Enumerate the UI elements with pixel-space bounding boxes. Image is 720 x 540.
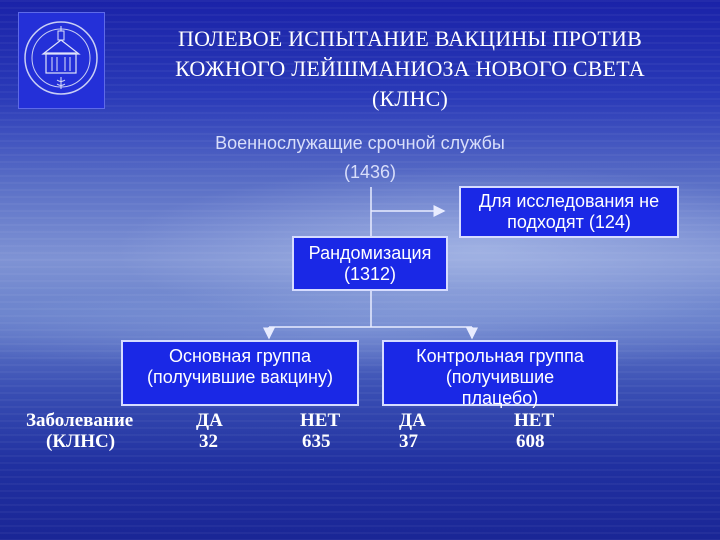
main-group-line-1: Основная группа [168,346,312,366]
main-group-box: Основная группа (получившие вакцину) [121,340,359,406]
title-line-1: ПОЛЕВОЕ ИСПЫТАНИЕ ВАКЦИНЫ ПРОТИВ [178,26,642,51]
main-no-label: НЕТ [300,410,341,431]
results-row-label-2: (КЛНС) [46,431,116,452]
emblem-icon [24,21,98,95]
main-no-value: 635 [302,431,331,452]
control-group-line-2: (получившие [445,367,555,387]
control-yes-value: 37 [399,431,418,452]
results-row-label-1: Заболевание [26,410,134,431]
university-emblem-logo [18,12,105,109]
main-yes-value: 32 [199,431,218,452]
slide-title: ПОЛЕВОЕ ИСПЫТАНИЕ ВАКЦИНЫ ПРОТИВ КОЖНОГО… [120,24,700,114]
main-group-line-2: (получившие вакцину) [147,367,333,387]
randomization-box: Рандомизация (1312) [292,236,448,291]
randomization-line-2: (1312) [343,263,397,284]
excluded-line-2: подходят (124) [507,212,631,232]
excluded-box: Для исследования не подходят (124) [459,186,679,238]
control-group-line-1: Контрольная группа [416,346,584,366]
control-no-label: НЕТ [514,410,555,431]
control-group-line-3: плацебо) [461,388,539,408]
excluded-line-1: Для исследования не [478,191,660,211]
title-line-3: (КЛНС) [371,86,448,111]
control-no-value: 608 [516,431,545,452]
randomization-line-1: Рандомизация [308,242,432,263]
control-yes-label: ДА [399,410,426,431]
main-yes-label: ДА [196,410,223,431]
control-group-box: Контрольная группа (получившие плацебо) [382,340,618,408]
root-population-label: Военнослужащие срочной службы [215,133,505,153]
root-population-count: (1436) [343,162,397,182]
title-line-2: КОЖНОГО ЛЕЙШМАНИОЗА НОВОГО СВЕТА [175,56,645,81]
